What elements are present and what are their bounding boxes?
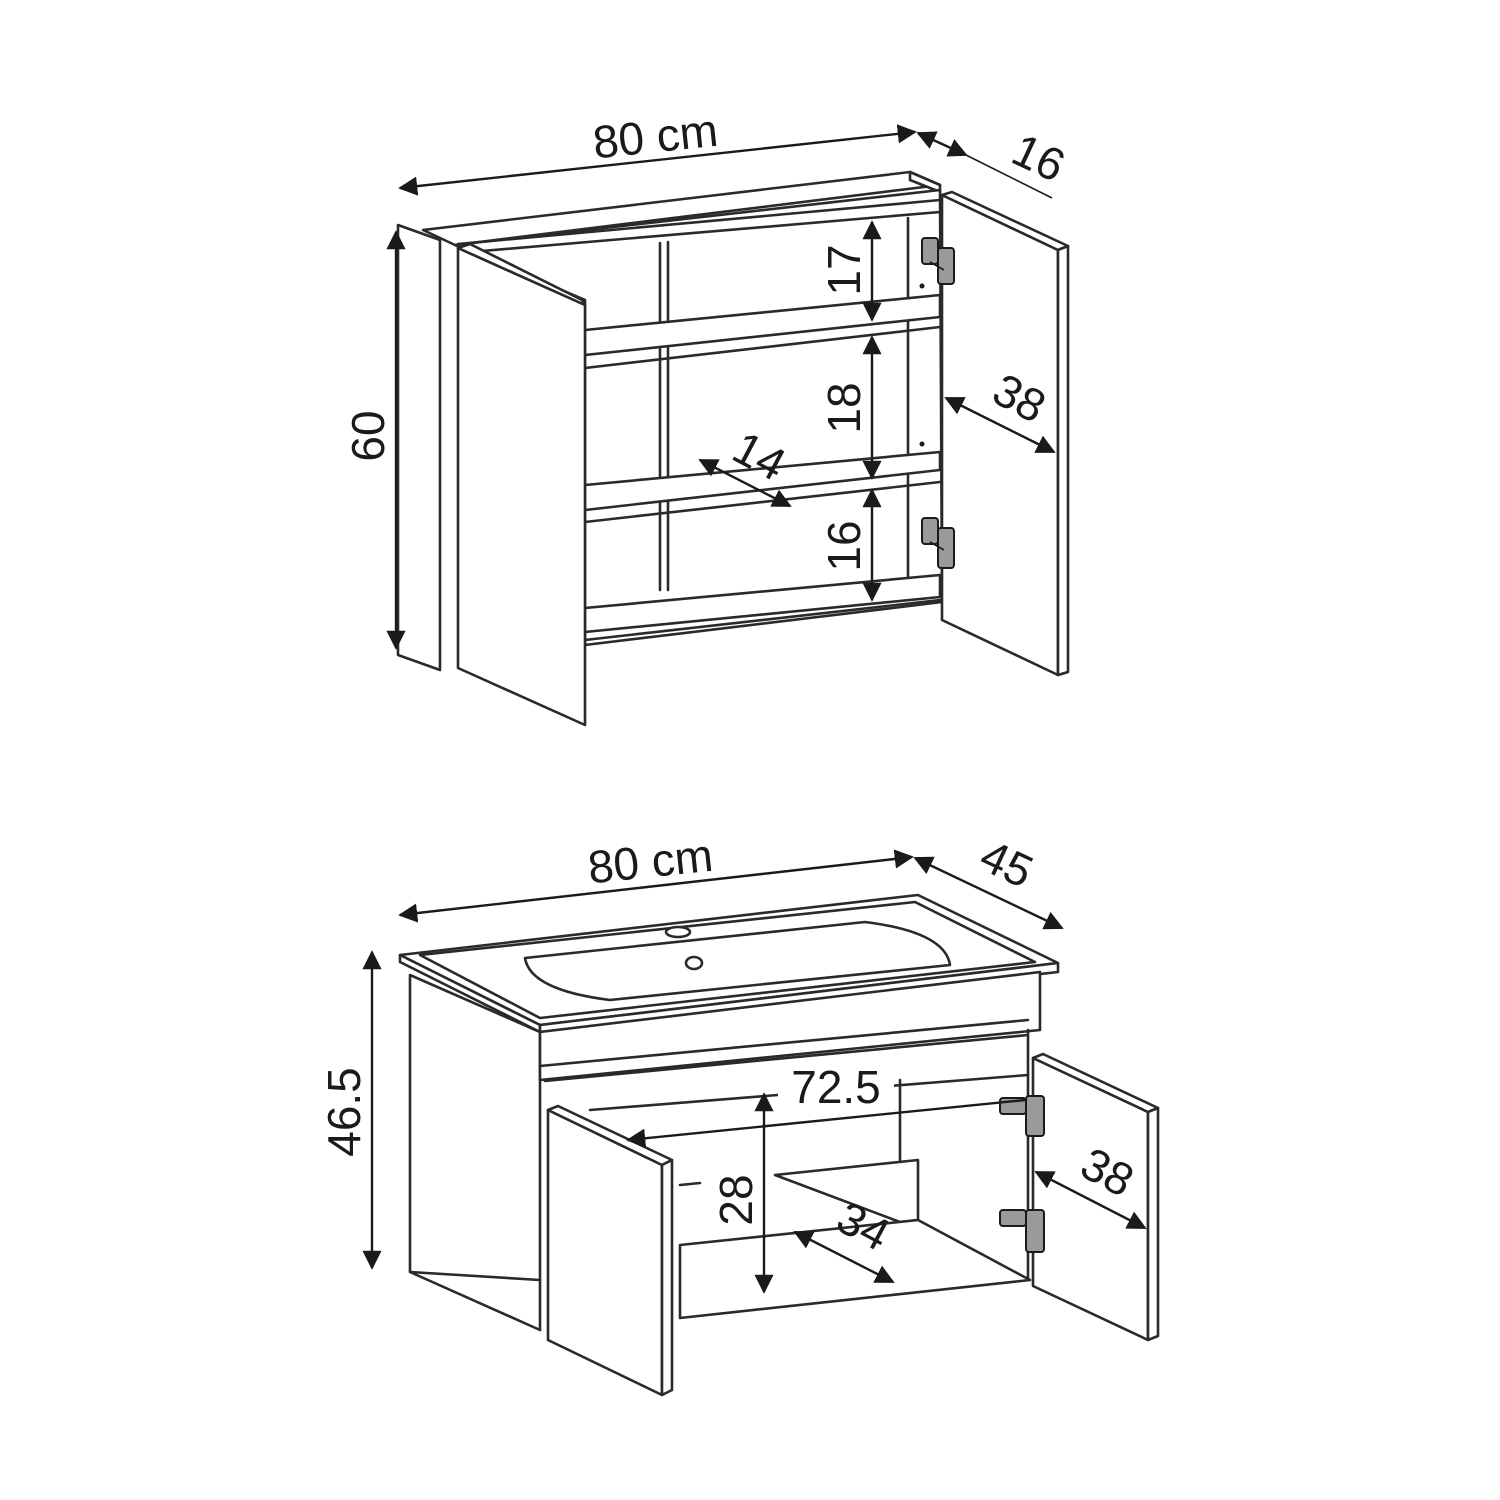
tap-hole-icon	[664, 925, 692, 939]
hinge-icon	[999, 1209, 1045, 1253]
left-door	[456, 246, 587, 727]
width-label: 80 cm	[585, 829, 715, 894]
inner-width-dimension-line	[626, 1098, 1026, 1148]
cabinet-left-side	[396, 223, 442, 672]
inner-height-label: 28	[710, 1174, 762, 1225]
inner-width-label: 72.5	[791, 1061, 881, 1113]
right-door	[940, 193, 1060, 677]
hinge-icon	[921, 517, 955, 569]
height-label: 60	[342, 410, 394, 461]
door-width-dimension-line	[944, 396, 1056, 454]
inner-depth-dimension-line	[793, 1230, 895, 1284]
mirror-cabinet: 80 cm 16 60 17 18 16 14 38	[342, 104, 1073, 727]
width-label: 80 cm	[590, 104, 720, 169]
depth-label: 16	[1005, 123, 1073, 192]
hinge-icon	[921, 237, 955, 285]
width-dimension-line	[398, 849, 914, 923]
height-label: 46.5	[318, 1067, 370, 1157]
shelf-depth-dimension-line	[698, 458, 792, 508]
depth-dimension-line	[913, 856, 1064, 930]
basin	[523, 920, 952, 1002]
depth-dimension-line	[916, 131, 968, 157]
vanity-unit: 80 cm 45 46.5 72.5 28 34 38	[318, 829, 1160, 1397]
shelf-top-label: 17	[818, 244, 870, 295]
width-dimension-line	[398, 124, 917, 196]
depth-label: 45	[973, 829, 1041, 898]
shelf-bottom-label: 16	[818, 520, 870, 571]
shelf-middle-label: 18	[818, 382, 870, 433]
drain-icon	[684, 955, 704, 971]
door-width-dimension-line	[1034, 1170, 1147, 1230]
hinge-icon	[999, 1095, 1045, 1137]
